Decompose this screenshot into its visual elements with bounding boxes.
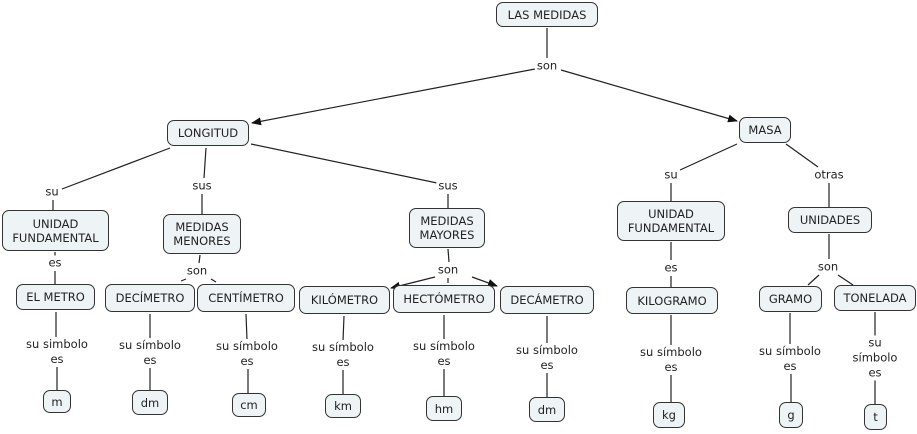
line-centimetro-simbolo [245, 313, 248, 341]
line-son-gramo [807, 274, 820, 286]
link-su-masa: su [662, 167, 680, 183]
link-su-longitud: su [43, 184, 61, 200]
symbol-dam[interactable]: dm [529, 397, 565, 422]
concept-hectometro[interactable]: HECTÓMETRO [393, 285, 495, 313]
link-simbolo-hectometro: su símbolo es [411, 339, 477, 369]
link-son-menores: son [184, 263, 210, 279]
line-son-masa [560, 69, 738, 123]
symbol-km[interactable]: km [325, 394, 361, 418]
line-kilometro-simbolo [342, 315, 345, 342]
concept-masa[interactable]: MASA [739, 117, 791, 143]
symbol-hm[interactable]: hm [426, 396, 462, 421]
concept-las-medidas[interactable]: LAS MEDIDAS [496, 2, 598, 27]
concept-tonelada[interactable]: TONELADA [834, 285, 916, 311]
link-es-longitud: es [46, 255, 64, 271]
symbol-cm[interactable]: cm [232, 393, 266, 417]
symbol-g[interactable]: g [779, 402, 803, 428]
line-menores-son [198, 254, 201, 264]
concept-el-metro[interactable]: EL METRO [16, 284, 95, 310]
line-masa-otras [785, 143, 819, 168]
concept-medidas-menores[interactable]: MEDIDAS MENORES [163, 214, 241, 254]
concept-kilogramo[interactable]: KILOGRAMO [626, 287, 718, 314]
concept-gramo[interactable]: GRAMO [759, 286, 822, 312]
link-simbolo-kilometro: su símbolo es [310, 340, 376, 370]
concept-longitud[interactable]: LONGITUD [167, 120, 249, 146]
line-longitud-sus-menores [203, 147, 207, 179]
line-longitud-su [61, 147, 171, 190]
line-son-tonelada [837, 274, 854, 286]
concept-unidad-fundamental-longitud[interactable]: UNIDAD FUNDAMENTAL [2, 210, 109, 251]
link-simbolo-centimetro: su símbolo es [214, 339, 280, 369]
line-son-longitud [251, 68, 536, 126]
symbol-dm[interactable]: dm [132, 390, 168, 415]
concept-kilometro[interactable]: KILÓMETRO [299, 286, 390, 314]
concept-decametro[interactable]: DECÁMETRO [500, 286, 594, 314]
symbol-kg[interactable]: kg [653, 402, 685, 428]
line-longitud-sus-mayores [250, 143, 438, 184]
link-simbolo-decimetro: su símbolo es [117, 338, 183, 368]
line-son-centimetro [210, 278, 217, 283]
concept-centimetro[interactable]: CENTÍMETRO [197, 284, 295, 312]
line-son-decametro [471, 276, 498, 287]
line-son-decimetro [180, 278, 187, 282]
link-sus-menores: sus [190, 178, 214, 194]
link-sus-mayores: sus [436, 178, 460, 194]
link-son-root: son [534, 58, 560, 74]
link-simbolo-metro: su simbolo es [24, 337, 90, 367]
link-es-masa: es [662, 260, 680, 276]
link-simbolo-gramo: su símbolo es [757, 344, 823, 374]
symbol-m[interactable]: m [43, 390, 71, 413]
concept-medidas-mayores[interactable]: MEDIDAS MAYORES [409, 208, 485, 248]
link-son-unidades: son [815, 259, 841, 275]
line-masa-su [679, 143, 738, 171]
link-simbolo-kilogramo: su símbolo es [638, 345, 704, 375]
concept-decimetro[interactable]: DECÍMETRO [105, 284, 195, 312]
link-otras-masa: otras [812, 167, 846, 183]
concept-unidades[interactable]: UNIDADES [788, 207, 872, 233]
symbol-t[interactable]: t [864, 404, 887, 430]
link-simbolo-decametro: su símbolo es [514, 343, 580, 373]
line-mayores-son [447, 248, 450, 263]
link-son-mayores: son [435, 262, 461, 278]
link-simbolo-tonelada: su símbolo es [850, 335, 900, 381]
concept-unidad-fundamental-masa[interactable]: UNIDAD FUNDAMENTAL [617, 201, 725, 241]
